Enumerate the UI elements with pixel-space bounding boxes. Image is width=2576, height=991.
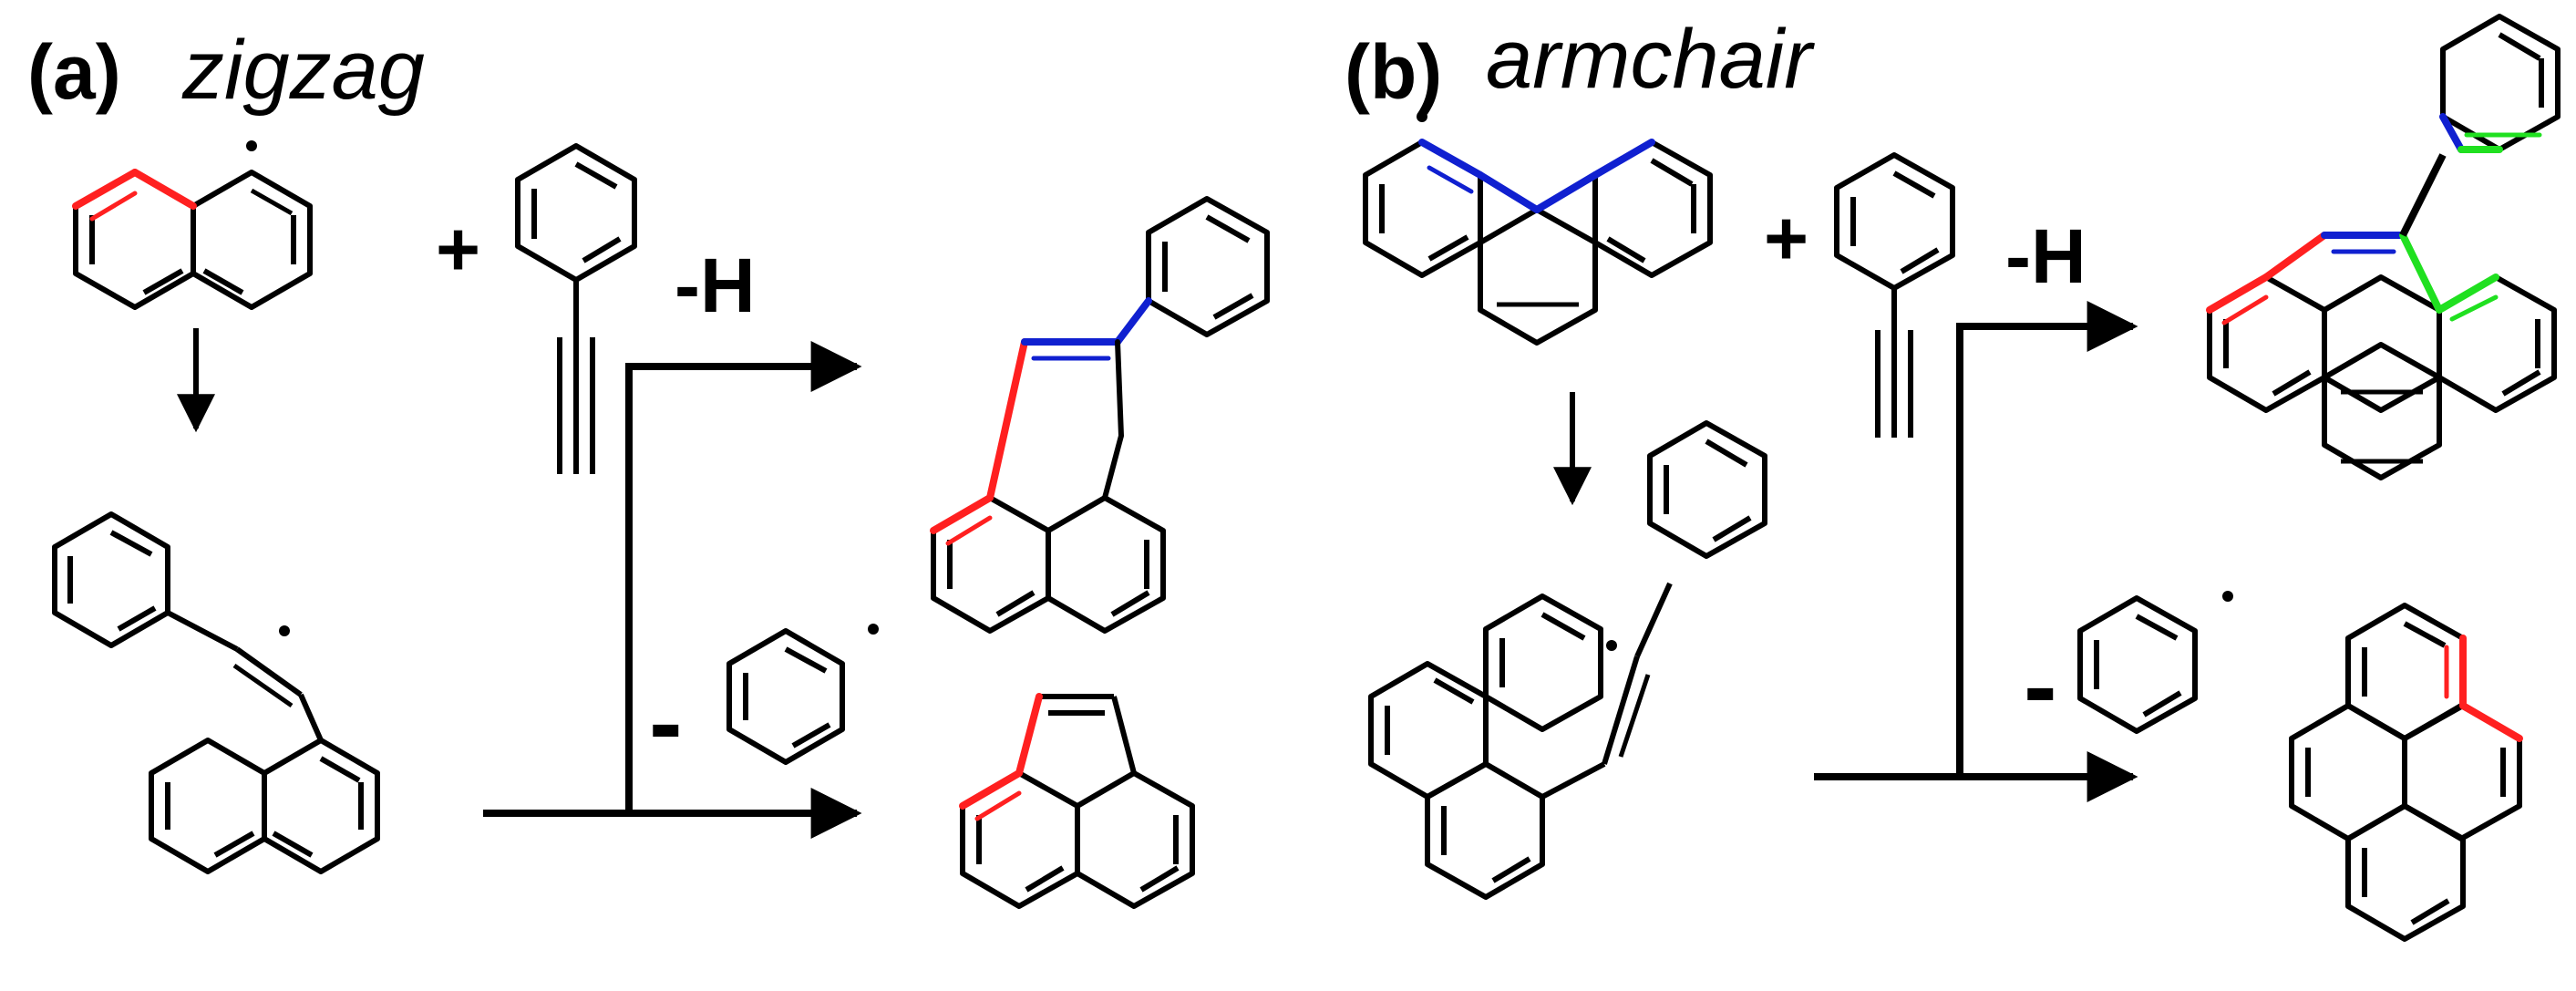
panel-b-upper-link-bond [2399,153,2447,237]
panel-a-phenyl-radical [726,628,845,765]
phenylacetylene [515,143,637,474]
phenylacetylene-b [1834,152,1955,438]
panel-b-upper-red-bonds [2206,232,2328,325]
panel-b-plus: + [1764,195,1808,281]
panel-a-upper-blue-bonds [1021,297,1152,439]
panel-b-minus-label: - [2024,630,2057,742]
panel-b-lower-red-bonds [2444,635,2523,742]
panel-a-upper-product [931,196,1270,634]
panel-a-minus-h-label: -H [675,243,756,328]
panel-a-title: zigzag [181,24,425,117]
panel-b-phenyl-radical [2077,595,2198,734]
panel-a-plus: + [436,206,480,292]
radical-dot [1417,111,1427,122]
panel-b-lower-product [2289,603,2522,942]
panel-b-upper-blue-bonds [2321,113,2465,254]
panel-b-title: armchair [1486,13,1815,106]
panel-b-label: (b) [1345,29,1442,115]
radical-dot [279,625,290,636]
panel-a-lower-product [960,694,1195,909]
panel-a-upper-red-bonds [930,338,1028,546]
naphthyl-radical [73,170,313,310]
radical-dot [246,140,257,151]
panel-a: (a) zigzag + -H - [27,24,1270,909]
panel-a-label: (a) [27,29,121,115]
phenanthryl-radical [1363,139,1713,346]
panel-a-branch-arrow [483,341,862,839]
panel-a-minus-label: - [649,666,683,779]
radical-dot [2222,591,2233,602]
panel-b: (b) armchair + -H - [1345,13,2561,942]
phenanthryl-blue-bonds [1418,139,1655,213]
radical-dot [868,624,879,635]
naphthyl-red-bonds [72,169,197,222]
panel-b-branch-arrow [1814,301,2138,802]
panel-a-intermediate [52,511,380,874]
panel-b-upper-product [2207,14,2561,480]
panel-b-intermediate [1368,420,1767,900]
panel-b-upper-green-bonds [2399,132,2542,322]
panel-a-lower-red-bonds [959,693,1043,821]
radical-dot [1606,640,1617,651]
panel-b-minus-h-label: -H [2005,213,2087,299]
